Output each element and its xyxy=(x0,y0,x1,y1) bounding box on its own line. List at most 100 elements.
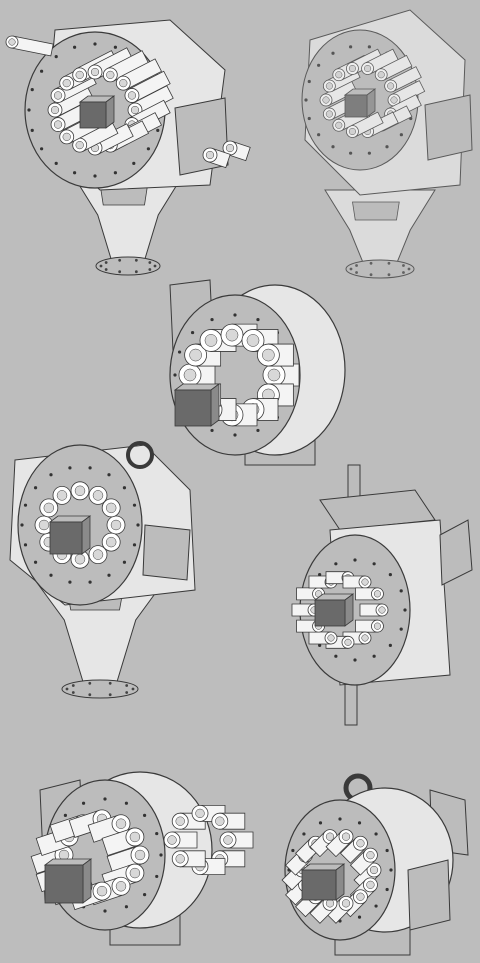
valve-drum-vertical-shaft-pipe-2-bore xyxy=(361,634,369,642)
valve-rear-hopper-piped-flange-bolt-12 xyxy=(40,69,44,73)
valve-rear-hopper-piped-outlet-bolt-0 xyxy=(153,264,157,268)
valve-drum-vertical-shaft-face-bolt-6 xyxy=(318,643,322,647)
valve-drum-lifting-eye-actuator-front xyxy=(301,869,337,901)
valve-rear-hopper-faded-flange-bolt-13 xyxy=(349,45,353,49)
valve-hopper-front-flange-bolt-11 xyxy=(33,486,38,490)
valve-drum-angled-left-rear-pipe-7-bore xyxy=(215,816,225,826)
valve-drum-angled-left-face-bolt-14 xyxy=(142,813,147,818)
valve-drum-angled-left-rear-pipe-0-bore xyxy=(223,835,233,845)
valve-drum-vertical-shaft-drawing xyxy=(291,464,473,726)
valve-drum-lifting-eye-pipe-1-bore xyxy=(366,880,375,889)
valve-rear-hopper-piped-actuator-side xyxy=(105,95,115,129)
valve-hopper-front-pipe-1-bore xyxy=(105,536,117,548)
valve-rear-hopper-faded-pipe-5-bore xyxy=(335,121,343,129)
valve-hopper-front-flange-bolt-3 xyxy=(107,573,111,577)
valve-rear-hopper-piped-pipe-0-bore xyxy=(130,105,140,115)
valve-hopper-front-outlet-bolt-8 xyxy=(108,681,112,685)
valve-drum-front-face-bolt-12 xyxy=(233,313,237,317)
valve-rear-hopper-piped-flange-bolt-4 xyxy=(113,171,117,175)
valve-drum-front-face-bolt-11 xyxy=(210,317,214,322)
valve-rear-hopper-piped-pipe-6-bore xyxy=(62,132,71,141)
valve-drum-lifting-eye-pipe-13-bore xyxy=(366,851,375,860)
valve-rear-hopper-piped-pipe-11-bore xyxy=(75,70,84,79)
valve-drum-lifting-eye-actuator-side xyxy=(335,863,345,901)
valve-hopper-front-flange-bolt-0 xyxy=(136,523,140,527)
valve-hopper-front-pipe-10-bore xyxy=(92,490,104,501)
valve-rear-hopper-faded-outlet-bolt-9 xyxy=(402,264,405,267)
valve-drum-front-face-bolt-3 xyxy=(256,428,260,433)
valve-hopper-front-pipe-11-bore xyxy=(105,502,117,514)
valve-drum-angled-left-rear-pipe-6-bore xyxy=(195,808,205,819)
valve-drum-vertical-shaft-actuator-side xyxy=(344,593,354,627)
valve-rear-hopper-piped-outlet-bolt-2 xyxy=(134,270,138,274)
valve-hopper-front-outlet-bolt-0 xyxy=(131,687,135,691)
valve-rear-hopper-piped-outlet-bolt-7 xyxy=(118,258,122,262)
valve-drum-angled-left-face-bolt-12 xyxy=(103,797,107,801)
valve-hopper-front-outlet-bolt-3 xyxy=(88,693,92,697)
valve-drum-angled-left-pipe-3-bore xyxy=(96,885,108,897)
valve-rear-hopper-faded-outlet-bolt-0 xyxy=(407,267,411,271)
valve-drum-vertical-shaft-pipe-1-bore xyxy=(373,622,381,630)
valve-rear-hopper-piped-flange-bolt-3 xyxy=(132,161,136,165)
valve-hopper-front-flange-bolt-14 xyxy=(88,466,92,470)
valve-rear-hopper-piped-pipe-10-bore xyxy=(62,79,71,88)
valve-drum-front xyxy=(150,275,350,475)
valve-rear-hopper-faded-flange-bolt-4 xyxy=(367,151,371,155)
valve-drum-vertical-shaft-face-bolt-14 xyxy=(388,573,392,577)
valve-hopper-front-outlet-bolt-2 xyxy=(108,693,112,697)
valve-hopper-front-flange-bolt-7 xyxy=(33,560,38,564)
valve-rear-hopper-faded-outlet-bolt-3 xyxy=(369,273,373,277)
valve-rear-hopper-piped-outlet-bolt-9 xyxy=(148,261,152,264)
valve-hopper-front-outlet-flange xyxy=(61,679,139,699)
valve-rear-hopper-faded-pipe-7-bore xyxy=(322,96,330,104)
valve-rear-hopper-faded-pipe-6-bore xyxy=(325,110,333,118)
valve-drum-lifting-eye-pipe-11-bore xyxy=(341,832,351,841)
valve-hopper-front-outlet-bolt-7 xyxy=(88,681,92,685)
valve-drum-angled-left-face-bolt-10 xyxy=(63,813,68,818)
valve-drum-lifting-eye-drawing xyxy=(281,773,469,956)
valve-rear-hopper-piped-flange-bolt-13 xyxy=(54,55,58,59)
valve-drum-angled-left-pipe-1-bore xyxy=(129,867,141,879)
valve-drum-vertical-shaft-face-bolt-0 xyxy=(403,608,407,612)
valve-drum-vertical-shaft-face-bolt-5 xyxy=(334,654,338,658)
valve-rear-hopper-faded-outlet-bolt-6 xyxy=(355,264,358,267)
valve-drum-lifting-eye-pipe-10-bore xyxy=(325,832,335,841)
valve-drum-vertical-shaft-pipe-0-bore xyxy=(378,606,386,614)
valve-drum-lifting-eye-face-bolt-14 xyxy=(374,832,378,836)
valve-drum-vertical-shaft-face-bolt-4 xyxy=(353,658,357,662)
valve-rear-hopper-piped-flange-bolt-11 xyxy=(30,88,34,92)
valve-rear-hopper-piped-flange-bolt-5 xyxy=(93,174,97,178)
valve-rear-hopper-faded-flange-bolt-9 xyxy=(304,98,308,102)
valve-drum-front-pipe-8-bore xyxy=(204,334,218,347)
valve-drum-front-drawing xyxy=(169,279,346,466)
valve-rear-hopper-piped-inlet-right-2-bore xyxy=(205,150,215,160)
valve-rear-hopper-faded-outlet-bolt-1 xyxy=(402,271,405,274)
valve-drum-front-pipe-9-bore xyxy=(225,328,239,342)
valve-rear-hopper-faded-side-plate xyxy=(424,94,473,161)
valve-rear-hopper-faded-cone xyxy=(324,189,436,266)
valve-hopper-front-pipe-6-bore xyxy=(38,519,50,531)
valve-drum-lifting-eye-face-bolt-3 xyxy=(357,915,362,919)
valve-rear-hopper-piped-pipe-8-bore xyxy=(50,105,60,115)
valve-drum-lifting-eye-face-bolt-0 xyxy=(389,868,393,872)
valve-hopper-front-lifting-eye xyxy=(126,441,154,469)
valve-rear-hopper-faded-flange-bolt-2 xyxy=(399,133,403,137)
valve-hopper-front-actuator-side xyxy=(81,515,91,555)
valve-hopper-front-flange-bolt-10 xyxy=(23,503,28,507)
valve-rear-hopper-faded-flange-bolt-12 xyxy=(331,51,335,55)
valve-rear-hopper-piped-pipe-12-bore xyxy=(90,67,100,77)
valve-hopper-front-flange-bolt-2 xyxy=(122,560,127,564)
valve-drum-angled-left-face-bolt-4 xyxy=(103,909,107,913)
valve-drum-lifting-eye-pipe-4-bore xyxy=(325,899,335,908)
valve-drum-front-actuator-side xyxy=(210,383,220,427)
valve-rear-hopper-piped xyxy=(0,0,260,280)
valve-rear-hopper-piped-outlet-bolt-3 xyxy=(118,270,122,274)
valve-rear-hopper-piped-pipe-14-bore xyxy=(119,79,128,88)
valve-rear-hopper-piped-outlet-bolt-6 xyxy=(104,261,108,264)
valve-rear-hopper-faded-window xyxy=(352,201,400,221)
valve-hopper-front-pipe-7-bore xyxy=(43,502,55,514)
valve-drum-lifting-eye-face-bolt-1 xyxy=(385,887,389,892)
valve-rear-hopper-piped-flange-bolt-16 xyxy=(113,45,117,49)
valve-hopper-front-flange-bolt-4 xyxy=(88,580,92,584)
